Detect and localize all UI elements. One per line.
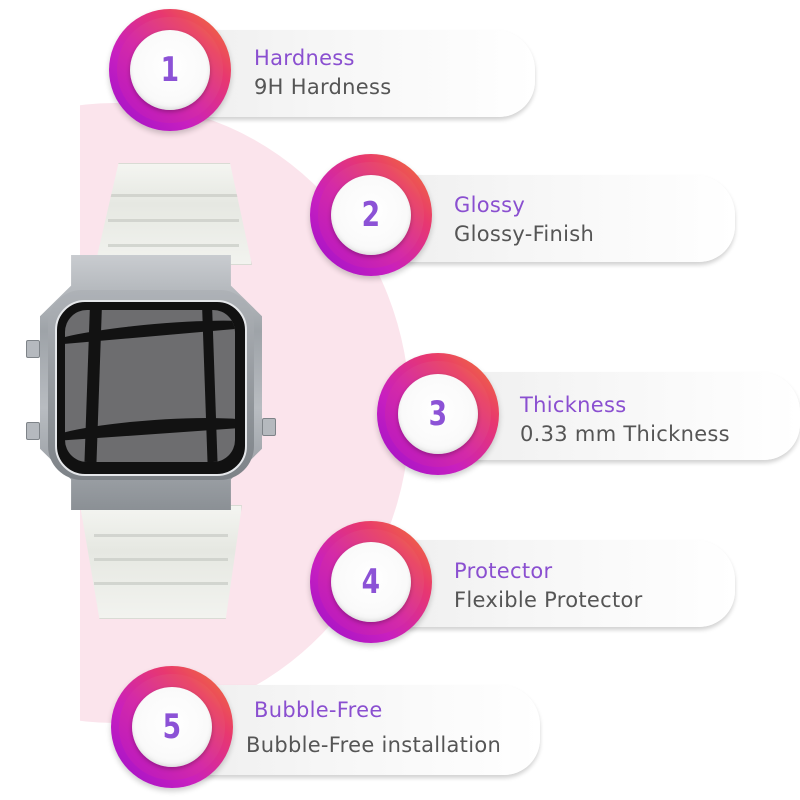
- badge-number: 3: [428, 394, 448, 434]
- feature-pill: [175, 685, 540, 775]
- badge-number: 2: [361, 195, 381, 235]
- feature-description: Glossy-Finish: [454, 222, 595, 246]
- feature-pill: [175, 30, 535, 117]
- number-badge: 4: [310, 521, 432, 643]
- feature-title: Bubble-Free: [254, 698, 383, 722]
- watch-button-left-top: [26, 340, 40, 358]
- feature-title: Protector: [454, 559, 553, 583]
- feature-pill: [440, 372, 800, 460]
- number-badge: 3: [377, 353, 499, 475]
- feature-description: 0.33 mm Thickness: [520, 422, 730, 446]
- feature-title: Glossy: [454, 193, 526, 217]
- watch-button-left-bottom: [26, 422, 40, 440]
- feature-title: Thickness: [520, 393, 627, 417]
- badge-number: 5: [162, 707, 182, 747]
- badge-number: 1: [160, 50, 180, 90]
- feature-pill: [375, 175, 735, 262]
- feature-description: Flexible Protector: [454, 588, 643, 612]
- feature-title: Hardness: [254, 46, 355, 70]
- feature-description: 9H Hardness: [254, 75, 392, 99]
- feature-pill: [375, 540, 735, 627]
- number-badge: 2: [310, 154, 432, 276]
- number-badge: 5: [111, 666, 233, 788]
- feature-description: Bubble-Free installation: [246, 733, 502, 757]
- badge-number: 4: [361, 562, 381, 602]
- number-badge: 1: [109, 9, 231, 131]
